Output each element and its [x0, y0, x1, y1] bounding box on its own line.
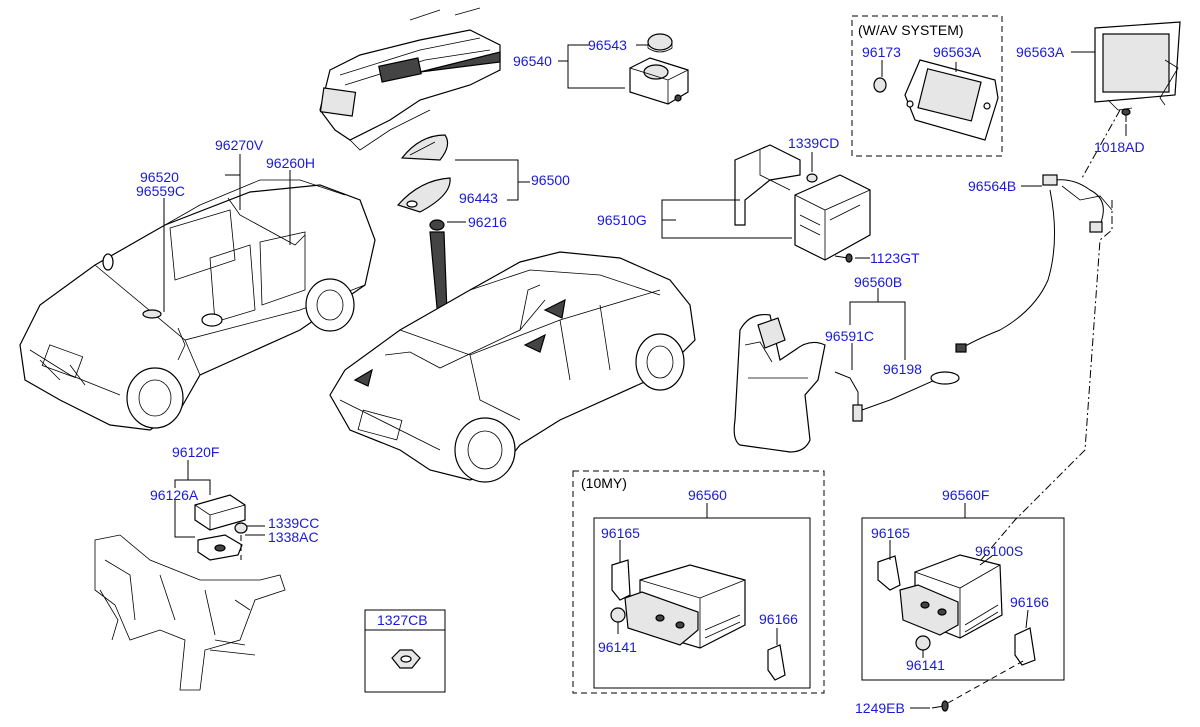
rear-seat-illustration: [733, 313, 826, 453]
cable-96591C-part[interactable]: [834, 371, 863, 422]
leader-10my: [617, 540, 778, 645]
label-96120F[interactable]: 96120F: [172, 444, 219, 460]
label-96564B[interactable]: 96564B: [968, 178, 1016, 194]
leader-96540: [558, 44, 648, 89]
label-96543[interactable]: 96543: [588, 37, 627, 53]
label-96540[interactable]: 96540: [513, 53, 552, 69]
label-96166-a[interactable]: 96166: [759, 611, 798, 627]
av-system-group-box: [851, 15, 1003, 157]
label-96560[interactable]: 96560: [688, 487, 727, 503]
module-bracket-part[interactable]: [197, 534, 243, 561]
96560-assembly-box: [593, 517, 811, 689]
label-96270V[interactable]: 96270V: [215, 137, 264, 153]
label-1338AC[interactable]: 1338AC: [268, 529, 319, 545]
label-1339CC[interactable]: 1339CC: [268, 515, 319, 531]
leader-96510G: [661, 152, 870, 259]
label-96563A[interactable]: 96563A: [1016, 44, 1065, 60]
av-knob-96173-part[interactable]: [873, 77, 887, 93]
bracket-96166-a-part[interactable]: [767, 644, 786, 681]
center-console-illustration: [319, 7, 501, 151]
part-box-1327CB[interactable]: [364, 609, 446, 693]
av-monitor-part[interactable]: [904, 59, 999, 141]
shark-fin-antenna-part[interactable]: [400, 134, 449, 161]
leader-96560F-parts: [889, 540, 1029, 658]
leader-av: [881, 60, 957, 77]
label-96559C[interactable]: 96559C: [136, 183, 185, 199]
label-96198[interactable]: 96198: [883, 361, 922, 377]
cable-96198-part[interactable]: [861, 371, 960, 411]
label-96100S[interactable]: 96100S: [975, 543, 1023, 559]
leader-96500: [447, 159, 530, 223]
bolt-1018AD-part[interactable]: [1121, 108, 1131, 122]
label-96560F[interactable]: 96560F: [942, 487, 989, 503]
label-96166-b[interactable]: 96166: [1010, 594, 1049, 610]
console-leader-wedge: [419, 51, 501, 73]
center-car-illustration: [329, 251, 696, 483]
label-96563A-av[interactable]: 96563A: [933, 44, 982, 60]
knob-96141-a-part[interactable]: [610, 607, 626, 623]
navigation-monitor-part[interactable]: [1094, 21, 1181, 111]
dash-frame-illustration: [94, 534, 286, 691]
label-1339CD[interactable]: 1339CD: [788, 135, 839, 151]
label-96165-a[interactable]: 96165: [601, 525, 640, 541]
head-unit-96560F-part[interactable]: [899, 554, 1003, 639]
screw-1249EB-part[interactable]: [931, 700, 949, 712]
av-system-title: (W/AV SYSTEM): [858, 22, 964, 38]
96560F-assembly-box: [861, 517, 1065, 681]
screw-dashed-leader: [947, 659, 1026, 704]
label-1327CB[interactable]: 1327CB: [377, 612, 428, 628]
label-96510G[interactable]: 96510G: [597, 212, 647, 228]
10my-group-box: [572, 470, 825, 694]
leader-96120F: [174, 460, 265, 538]
screw-1123GT-part[interactable]: [834, 253, 853, 263]
label-96443[interactable]: 96443: [459, 190, 498, 206]
leader-96563A: [1071, 51, 1127, 179]
label-96165-b[interactable]: 96165: [871, 525, 910, 541]
label-1018AD[interactable]: 1018AD: [1094, 139, 1145, 155]
bolt-1339CD-part[interactable]: [806, 173, 818, 183]
label-96260H[interactable]: 96260H: [266, 155, 315, 171]
label-96173[interactable]: 96173: [862, 44, 901, 60]
amplifier-bracket-part[interactable]: [734, 144, 801, 226]
nut-1339CC-part[interactable]: [234, 522, 248, 534]
left-car-illustration: [19, 179, 376, 431]
amplifier-module-part[interactable]: [794, 174, 871, 261]
label-96500[interactable]: 96500: [531, 172, 570, 188]
label-96141-b[interactable]: 96141: [906, 657, 945, 673]
antenna-gasket-part[interactable]: [396, 177, 451, 213]
head-unit-96560-part[interactable]: [624, 564, 746, 649]
10my-group-title: (10MY): [581, 475, 627, 491]
leader-left-car: [163, 154, 291, 312]
label-96126A[interactable]: 96126A: [150, 487, 199, 503]
label-96520[interactable]: 96520: [140, 169, 179, 185]
knob-96141-b-part[interactable]: [915, 635, 931, 651]
cable-harness-96564B-part[interactable]: [955, 174, 1113, 353]
label-1249EB[interactable]: 1249EB: [855, 700, 905, 716]
label-96141-a[interactable]: 96141: [598, 639, 637, 655]
label-1123GT[interactable]: 1123GT: [870, 250, 920, 266]
harness-dashed-leader: [929, 200, 1113, 621]
bracket-96165-a-part[interactable]: [611, 559, 631, 601]
label-96216[interactable]: 96216: [468, 214, 507, 230]
bracket-96165-b-part[interactable]: [877, 555, 901, 591]
label-96560B[interactable]: 96560B: [854, 274, 902, 290]
bracket-96166-b-part[interactable]: [1014, 627, 1036, 666]
leader-96560B: [849, 288, 906, 370]
label-96591C[interactable]: 96591C: [825, 328, 874, 344]
antenna-nut-part[interactable]: [429, 219, 445, 231]
controller-knob-part[interactable]: [647, 33, 673, 53]
module-96126A-part[interactable]: [194, 494, 246, 531]
controller-assembly-part[interactable]: [629, 57, 689, 105]
